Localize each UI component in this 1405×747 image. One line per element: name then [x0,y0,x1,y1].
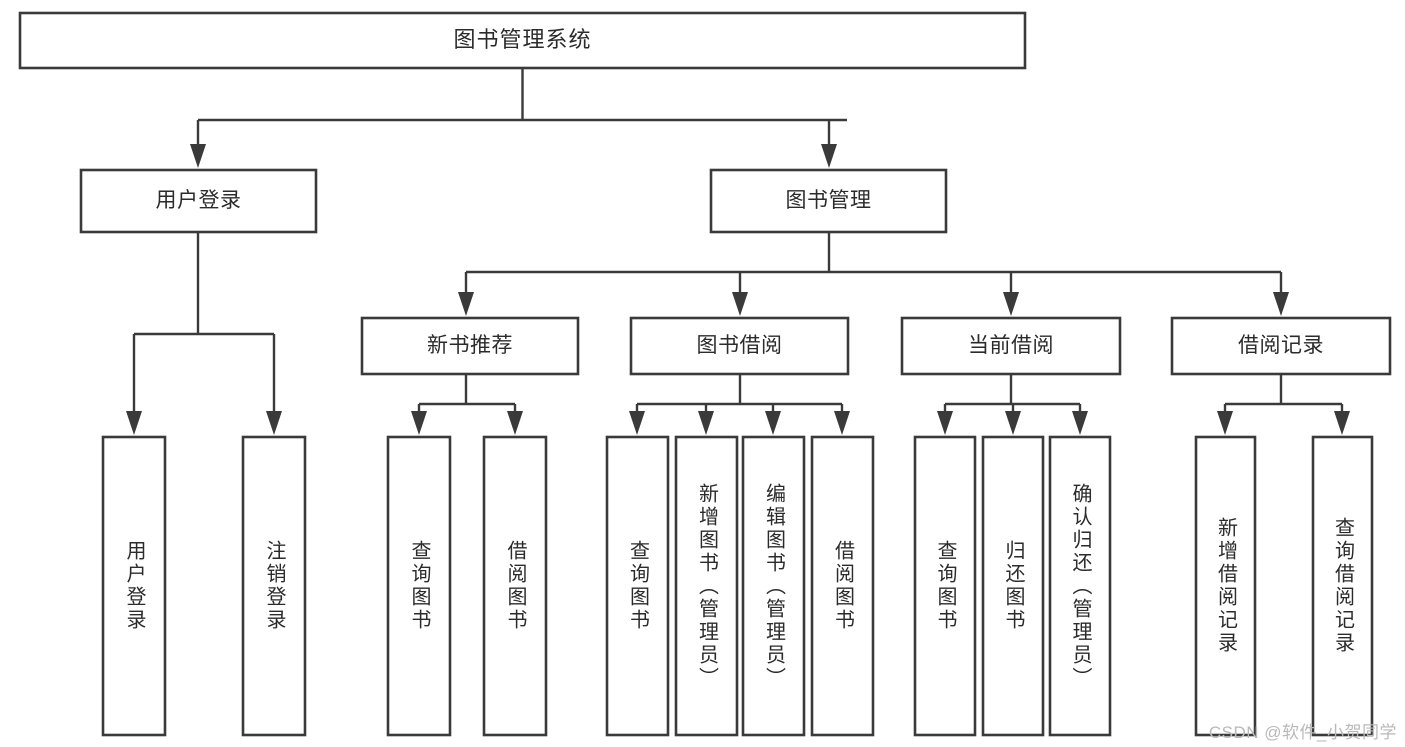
arrow-root-to-book-mgmt [821,144,837,168]
arrow-userlogin-to-login [126,411,142,435]
watermark-text: CSDN @软件_小贺同学 [1208,723,1397,742]
node-box-leaf-add-borrow-record[interactable] [1194,435,1257,737]
node-box-leaf-return-book[interactable] [981,435,1045,737]
arrow-bookmgmt-to-borrow [732,292,748,316]
node-box-user-login[interactable] [79,168,318,234]
node-box-book-borrow[interactable] [629,316,850,376]
node-box-leaf-user-logout[interactable] [241,435,307,737]
edge-group-record [1217,374,1350,435]
node-box-leaf-query-book-borrow[interactable] [605,435,670,737]
node-box-leaf-add-book-admin[interactable] [674,435,739,737]
node-box-leaf-lend-book[interactable] [810,435,875,737]
edge-group-borrow [629,374,850,435]
node-box-leaf-query-book-new[interactable] [386,435,452,737]
edge-group-book-mgmt [458,232,1289,316]
arrow-borrow-to-edit [765,411,781,435]
edge-group-newbook [411,374,523,435]
edge-group-current [937,374,1088,435]
node-box-borrow-record[interactable] [1170,316,1392,376]
arrow-bookmgmt-to-newbook [458,292,474,316]
arrow-bookmgmt-to-record [1273,292,1289,316]
arrow-userlogin-to-logout [266,411,282,435]
arrow-record-to-query [1334,411,1350,435]
arrow-root-to-user-login [190,144,206,168]
arrow-newbook-to-borrow [507,411,523,435]
node-box-leaf-query-book-current[interactable] [913,435,977,737]
arrow-borrow-to-lend [834,411,850,435]
edge-group-user-login [126,232,282,435]
arrow-record-to-add [1217,411,1233,435]
edge-group-root [190,68,847,168]
node-box-root[interactable] [18,11,1027,70]
arrow-current-to-query [937,411,953,435]
node-box-leaf-confirm-return-admin[interactable] [1048,435,1112,737]
node-box-leaf-query-borrow-record[interactable] [1311,435,1374,737]
node-box-leaf-user-login[interactable] [101,435,167,737]
node-box-current-borrow[interactable] [900,316,1122,376]
arrow-current-to-return [1005,411,1021,435]
arrow-borrow-to-query [629,411,645,435]
node-box-book-management[interactable] [709,168,948,234]
arrow-bookmgmt-to-current [1003,292,1019,316]
node-box-leaf-edit-book-admin[interactable] [741,435,806,737]
node-box-leaf-borrow-book-new[interactable] [482,435,548,737]
arrow-borrow-to-add [698,411,714,435]
arrow-newbook-to-query [411,411,427,435]
node-box-new-book-recommend[interactable] [360,316,580,376]
arrow-current-to-confirm [1072,411,1088,435]
